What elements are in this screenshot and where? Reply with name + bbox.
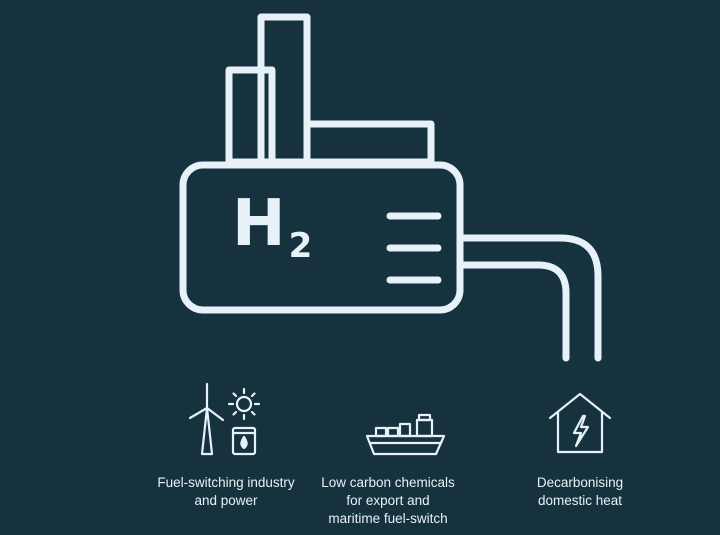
- hydrogen-plant-diagram: [179, 13, 602, 362]
- wind-turbine-solar-fuel-icon: [188, 382, 261, 456]
- use-label-chemicals-maritime: Low carbon chemicals for export and mari…: [321, 475, 455, 526]
- pipe-outer: [456, 234, 602, 362]
- use-label-domestic-heat: Decarbonising domestic heat: [536, 475, 624, 508]
- tall-tower: [257, 13, 311, 166]
- short-tower: [225, 66, 276, 166]
- pipe-inner: [456, 261, 570, 362]
- hydrogen-symbol: H2: [232, 187, 314, 266]
- use-label-industry-power: Fuel-switching industry and power: [157, 475, 295, 508]
- house-lightning-icon: [548, 392, 612, 454]
- cargo-ship-icon: [365, 413, 446, 456]
- plant-body: [179, 161, 464, 314]
- side-block: [303, 120, 435, 166]
